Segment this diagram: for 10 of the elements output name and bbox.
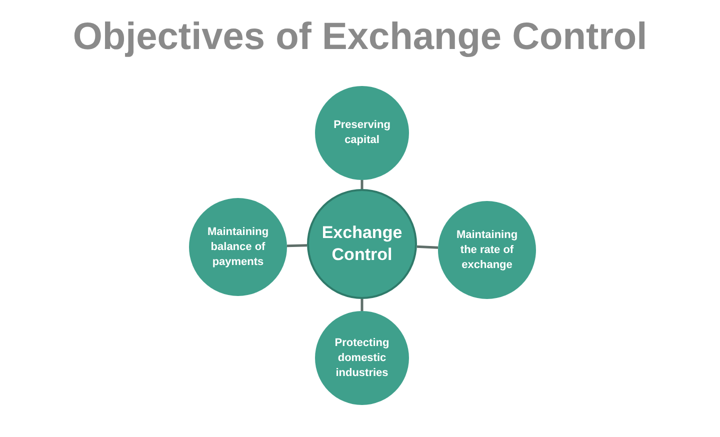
connector-line (416, 245, 438, 249)
connector-line (360, 180, 364, 189)
connector-line (360, 299, 364, 311)
node-label: Protecting domestic industries (334, 336, 390, 380)
node-label: Maintaining balance of payments (206, 224, 270, 270)
connector-line (286, 244, 308, 248)
node-label: Preserving capital (332, 118, 392, 148)
node-label: Exchange Control (320, 222, 404, 266)
node-label: Maintaining the rate of exchange (455, 228, 519, 272)
title: Objectives of Exchange Control (72, 15, 648, 60)
